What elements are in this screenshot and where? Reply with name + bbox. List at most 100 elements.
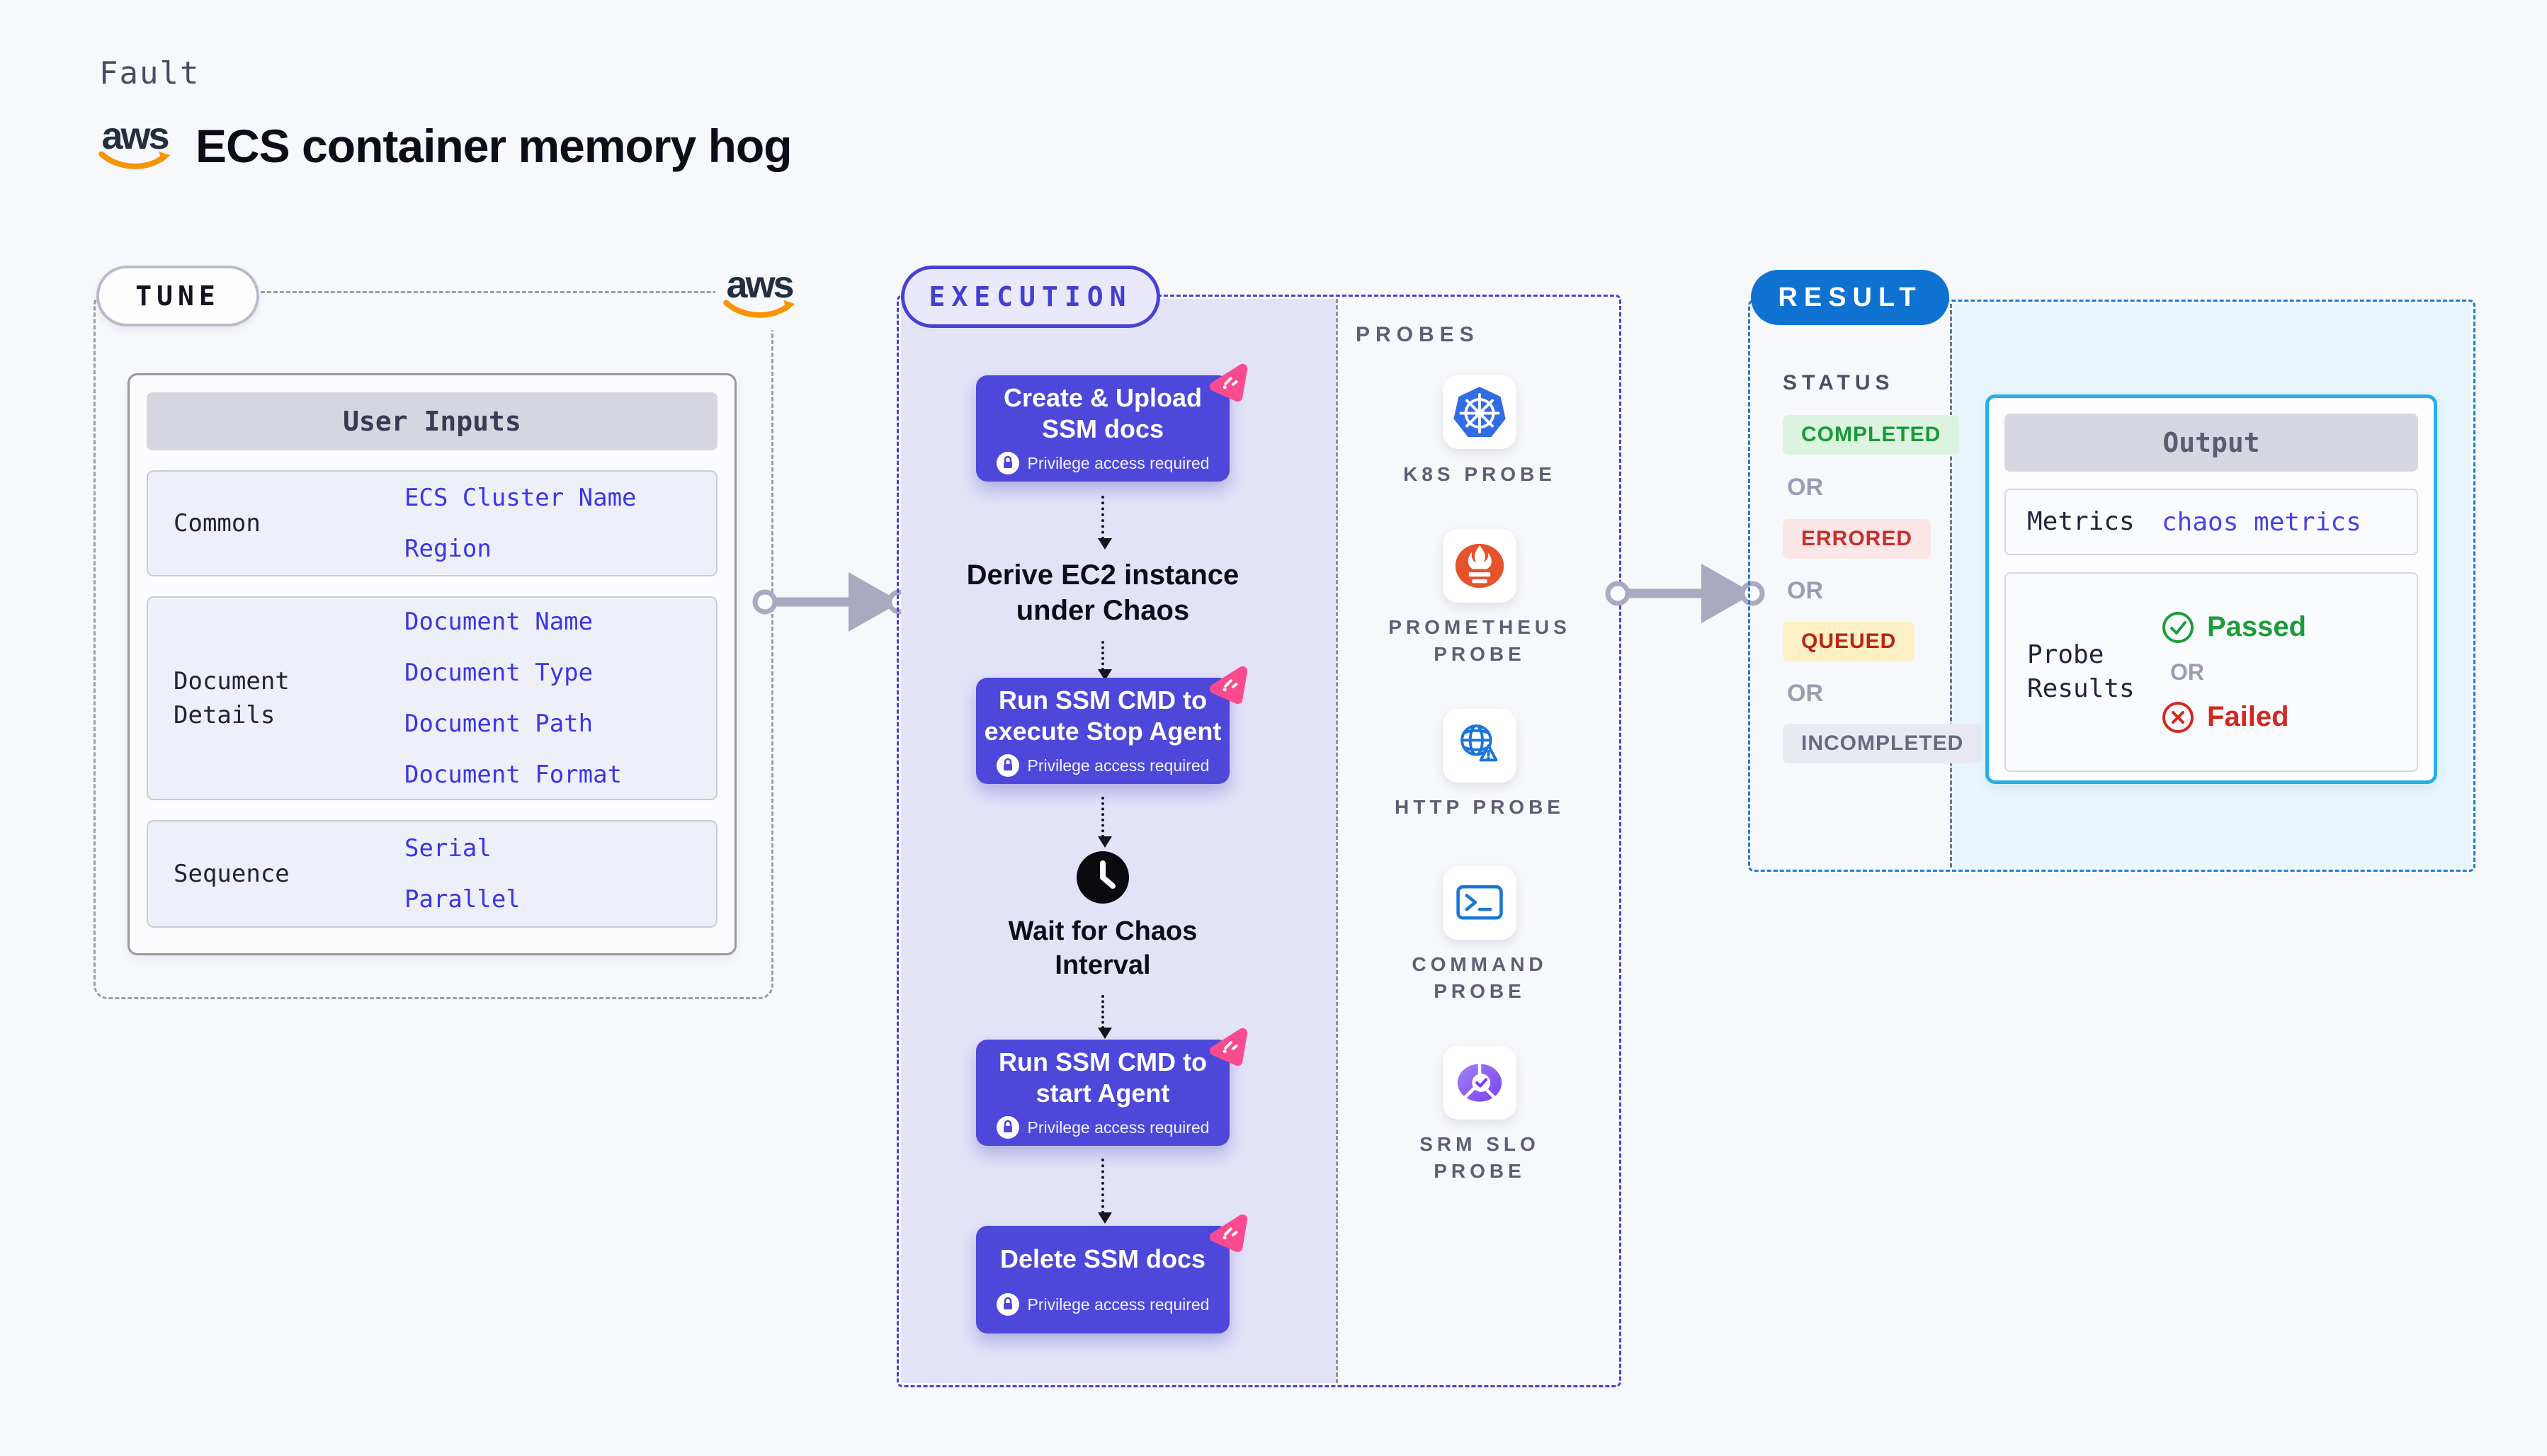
- input-value: ECS Cluster Name: [404, 484, 637, 512]
- step-derive-ec2-instance: Derive EC2 instance under Chaos: [958, 557, 1247, 628]
- row-label: Common: [174, 509, 261, 538]
- privilege-note: Privilege access required: [996, 1116, 1210, 1139]
- result-badge: RESULT: [1751, 270, 1949, 325]
- user-inputs-header: User Inputs: [147, 392, 717, 450]
- fault-kicker: Fault: [99, 55, 200, 91]
- probe-label-command: COMMAND PROBE: [1356, 951, 1604, 1005]
- step-text-line: Wait for Chaos: [1008, 916, 1198, 946]
- privilege-note: Privilege access required: [996, 1293, 1210, 1316]
- tune-aws-corner: aws: [715, 259, 803, 330]
- lock-icon: [996, 1116, 1019, 1139]
- probe-label-prometheus: PROMETHEUS PROBE: [1356, 614, 1604, 668]
- kubernetes-icon: [1453, 387, 1506, 438]
- aws-logo: aws: [98, 117, 171, 171]
- probe-label-line: PROBE: [1434, 980, 1526, 1002]
- input-value: Parallel: [404, 885, 521, 914]
- execution-badge: EXECUTION: [901, 266, 1160, 328]
- lock-icon: [996, 1293, 1019, 1316]
- step-title: execute Stop Agent: [984, 717, 1222, 746]
- step-run-ssm-cmd-stop-agent: Run SSM CMD to execute Stop Agent Privil…: [976, 666, 1248, 784]
- step-title: Run SSM CMD to: [999, 1047, 1207, 1076]
- probe-label-line: PROBE: [1434, 1160, 1526, 1182]
- status-badge-completed: COMPLETED: [1783, 415, 1960, 455]
- step-text-line: Derive EC2 instance: [966, 559, 1240, 591]
- http-probe-icon: [1460, 724, 1498, 762]
- input-value: Document Format: [404, 761, 623, 789]
- chaos-experiment-icon: [1209, 1028, 1248, 1067]
- probes-header: PROBES: [1356, 323, 1480, 346]
- row-values: ECS Cluster Name Region: [375, 484, 637, 563]
- probe-results-row: Probe Results Passed OR Faile: [2004, 572, 2418, 772]
- aws-smile-icon: [723, 300, 795, 318]
- privilege-note: Privilege access required: [996, 754, 1209, 777]
- passed-label: Passed: [2207, 611, 2307, 642]
- table-row-common: Common ECS Cluster Name Region: [147, 470, 717, 576]
- page-title: ECS container memory hog: [195, 120, 793, 172]
- probe-card-srm-slo: [1443, 1046, 1516, 1120]
- dotted-connector-arrow: [1098, 641, 1112, 681]
- probe-label-line: SRM SLO: [1419, 1133, 1540, 1155]
- probe-label-line: PROMETHEUS: [1388, 616, 1571, 638]
- dotted-connector-arrow: [1098, 797, 1112, 848]
- row-values: Serial Parallel: [375, 834, 521, 914]
- status-badge-queued: QUEUED: [1783, 622, 1915, 661]
- input-value: Serial: [404, 834, 492, 863]
- probe-card-command: [1443, 866, 1516, 940]
- probe-label-line: PROBE: [1434, 643, 1526, 665]
- failed-label: Failed: [2207, 701, 2289, 732]
- probe-label-srm-slo: SRM SLO PROBE: [1356, 1131, 1604, 1185]
- table-row-sequence: Sequence Serial Parallel: [147, 820, 717, 928]
- probe-results-label: Probe Results: [2027, 640, 2135, 703]
- or-separator: OR: [1787, 474, 1823, 501]
- probe-label-line: K8S PROBE: [1403, 463, 1556, 485]
- flow-arrow-tune-to-execution: [752, 572, 912, 632]
- step-text-line: Interval: [1055, 950, 1151, 980]
- step-title: SSM docs: [1041, 414, 1164, 443]
- probe-label-k8s: K8S PROBE: [1356, 461, 1604, 488]
- step-title: Create & Upload: [1003, 383, 1203, 412]
- privilege-text: Privilege access required: [1027, 453, 1210, 472]
- status-header: STATUS: [1783, 371, 1895, 394]
- flow-arrow-execution-to-result: [1605, 564, 1765, 623]
- privilege-note: Privilege access required: [996, 452, 1210, 474]
- chaos-experiment-icon: [1209, 666, 1248, 705]
- wait-step: [1076, 851, 1130, 908]
- probe-label-line: COMMAND: [1412, 953, 1548, 975]
- lock-icon: [996, 754, 1019, 777]
- step-title: start Agent: [1036, 1079, 1170, 1108]
- privilege-text: Privilege access required: [1027, 1117, 1210, 1137]
- probe-card-prometheus: [1443, 529, 1516, 603]
- metrics-row: Metrics chaos metrics: [2004, 489, 2418, 555]
- dotted-connector-arrow: [1098, 995, 1112, 1039]
- input-value: Document Path: [404, 710, 594, 738]
- x-circle-icon: [2162, 701, 2194, 733]
- or-separator: OR: [1787, 680, 1823, 707]
- step-run-ssm-cmd-start-agent: Run SSM CMD to start Agent Privilege acc…: [976, 1028, 1248, 1146]
- step-wait-for-chaos-interval: Wait for Chaos Interval: [958, 914, 1247, 982]
- status-badge-errored: ERRORED: [1783, 519, 1931, 559]
- privilege-text: Privilege access required: [1027, 1295, 1210, 1314]
- tune-badge: TUNE: [96, 266, 259, 326]
- dotted-connector-arrow: [1098, 1159, 1112, 1224]
- chaos-experiment-icon: [1209, 363, 1248, 402]
- failed-line: Failed: [2162, 701, 2306, 734]
- step-title: Run SSM CMD to: [999, 686, 1207, 715]
- row-label: Sequence: [174, 860, 290, 888]
- aws-logo-word: aws: [726, 263, 794, 307]
- table-row-document-details: Document Details Document Name Document …: [147, 596, 717, 800]
- row-values: Document Name Document Type Document Pat…: [375, 608, 622, 789]
- tune-section: [93, 291, 773, 999]
- probe-label-line: HTTP PROBE: [1395, 796, 1565, 818]
- metrics-label: Metrics: [2027, 507, 2135, 536]
- row-label: Document Details: [174, 667, 290, 729]
- output-card: Output Metrics chaos metrics Probe Resul…: [1985, 394, 2437, 784]
- lock-icon: [996, 452, 1019, 474]
- aws-smile-icon: [98, 151, 171, 169]
- output-header: Output: [2004, 414, 2418, 472]
- prometheus-icon: [1455, 543, 1504, 588]
- command-probe-icon: [1456, 885, 1503, 920]
- probe-card-http: [1443, 709, 1516, 783]
- aws-logo: aws: [722, 263, 796, 320]
- dotted-connector-arrow: [1098, 496, 1112, 550]
- or-separator: OR: [1787, 577, 1823, 604]
